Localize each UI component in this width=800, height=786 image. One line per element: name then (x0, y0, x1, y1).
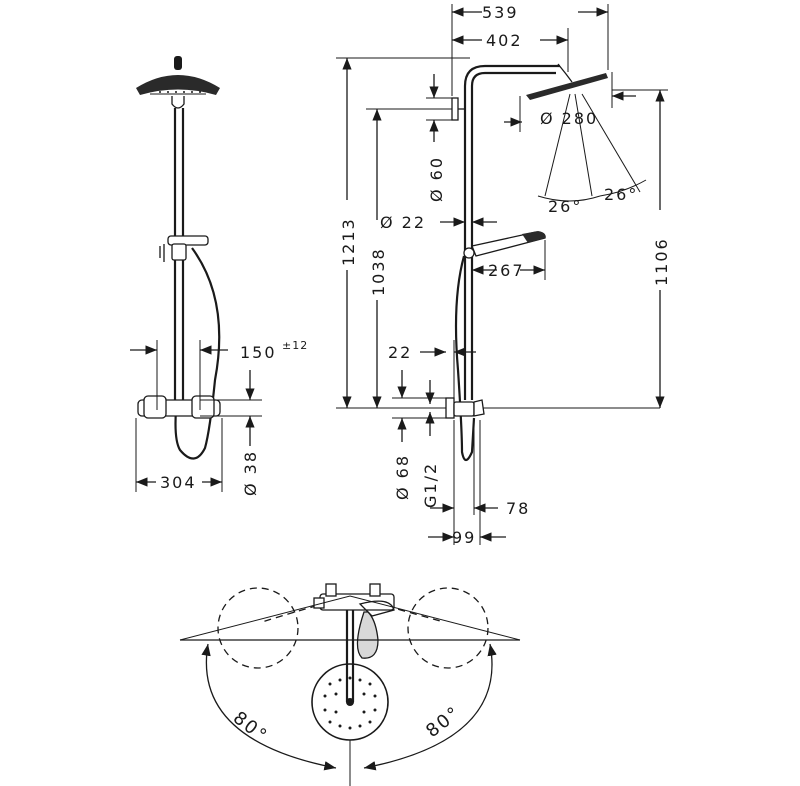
dim-402: 402 (486, 31, 523, 50)
dim-280: Ø 280 (540, 109, 598, 128)
dim-78: 78 (506, 499, 530, 518)
dim-99: 99 (452, 528, 476, 547)
dim-539: 539 (482, 3, 519, 22)
dim-150: 150 (240, 343, 277, 362)
front-view: 150 ±12 Ø 38 304 (130, 56, 308, 496)
side-thermostat (453, 401, 475, 417)
dim-68: Ø 68 (393, 454, 412, 500)
angle-80-left: 80° (229, 707, 272, 747)
dim-267: 267 (488, 261, 525, 280)
angle-80-right: 80° (422, 702, 465, 742)
side-view: 539 402 Ø 280 26° 26° Ø 60 Ø 22 (336, 3, 671, 547)
dim-1106: 1106 (652, 237, 671, 286)
dim-22-offset: 22 (388, 343, 412, 362)
dim-26b: 26° (604, 185, 638, 204)
dim-26a: 26° (548, 197, 582, 216)
swivel-left-position (217, 587, 299, 669)
dim-150-tolerance: ±12 (282, 339, 308, 352)
swivel-right-position (407, 587, 489, 669)
dim-g12: G1/2 (421, 462, 440, 508)
front-shower-head (136, 75, 220, 95)
arc-80-left (201, 643, 337, 771)
dim-304: 304 (160, 473, 197, 492)
top-view: 80° 80° (179, 583, 521, 786)
dim-22-riser: Ø 22 (380, 213, 426, 232)
dim-1213: 1213 (339, 217, 358, 266)
dim-60: Ø 60 (427, 156, 446, 202)
arc-80-right (363, 643, 497, 771)
dim-1038: 1038 (369, 247, 388, 296)
front-hose (174, 247, 221, 460)
side-wall-plate (445, 397, 455, 419)
side-shower-head (526, 73, 608, 100)
dim-38: Ø 38 (241, 450, 260, 496)
